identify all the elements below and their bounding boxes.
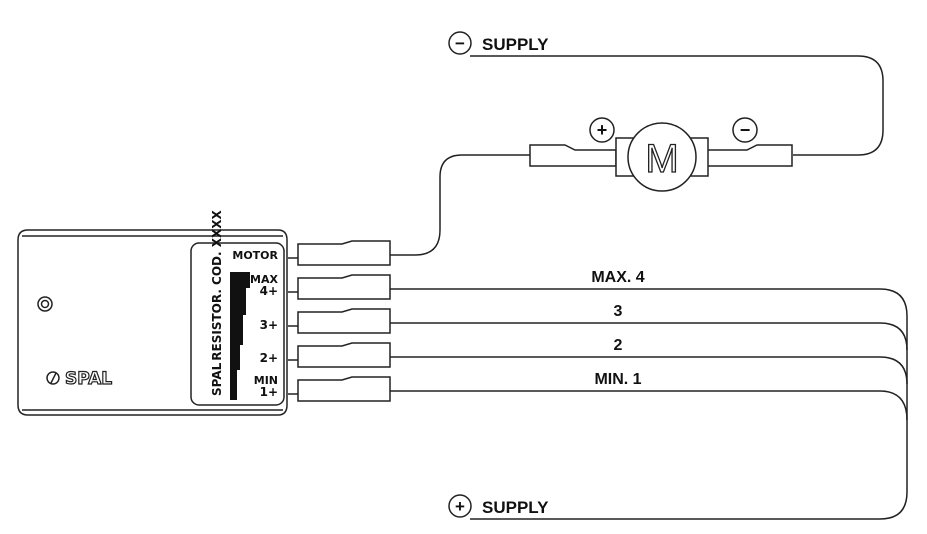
module-edge [22,235,283,411]
terminal-label-4: 4+ [260,284,278,298]
motor-minus-icon [732,117,758,143]
wire-3 [390,322,908,351]
module-brand: SPAL [65,369,112,389]
terminal-label-3: 3+ [260,318,278,332]
wire-label-max4: MAX. 4 [591,269,644,286]
panel-brand: SPAL [210,362,224,396]
terminal-connectors [288,240,391,402]
motor-circle [627,122,697,192]
minus-symbol: − [455,34,465,53]
negative-supply: − SUPPLY [448,31,884,156]
terminal-label-min: MIN [254,374,278,387]
wire-label-min1: MIN. 1 [594,371,641,388]
positive-supply: + SUPPLY [448,494,549,518]
spal-logo-slash [50,372,57,384]
panel-code: RESISTOR. COD. XXXX [210,209,224,360]
motor-plus: + [597,120,608,140]
resistor-module: SPAL SPAL RESISTOR. COD. XXXX MOTOR MAX 4… [17,209,288,416]
screw-head-icon [40,299,50,309]
connector-min1 [288,376,391,402]
plus-symbol-icon [448,494,472,518]
terminal-label-2: 2+ [260,351,278,365]
motor-right-connector [704,144,793,167]
motor-letter: M [645,137,678,181]
connector-max4 [288,274,391,300]
motor-minus: − [740,120,751,140]
wire-label-2: 2 [614,337,623,354]
connector-motor [288,240,391,266]
motor-left-connector [529,144,617,167]
wire-2 [390,356,908,385]
speed-steps-bar [230,272,250,400]
positive-supply-label: SUPPLY [482,498,549,517]
terminal-label-max: MAX [250,273,278,286]
terminal-label-motor: MOTOR [232,249,278,262]
motor-wire [390,154,530,256]
wire-label-3: 3 [614,303,623,320]
minus-symbol-icon [448,31,472,55]
motor-plus-icon [589,117,615,143]
panel-text: SPAL RESISTOR. COD. XXXX [210,209,224,396]
motor: M + − [529,117,793,192]
terminal-label-1: 1+ [260,385,278,399]
connector-3 [288,308,391,334]
plus-symbol: + [455,497,465,516]
connector-2 [288,342,391,368]
wire-max4 [390,288,908,520]
wire-min1 [390,390,908,421]
negative-supply-label: SUPPLY [482,35,549,54]
negative-supply-wire [470,55,884,156]
speed-wires: MAX. 4 3 2 MIN. 1 [390,269,908,520]
